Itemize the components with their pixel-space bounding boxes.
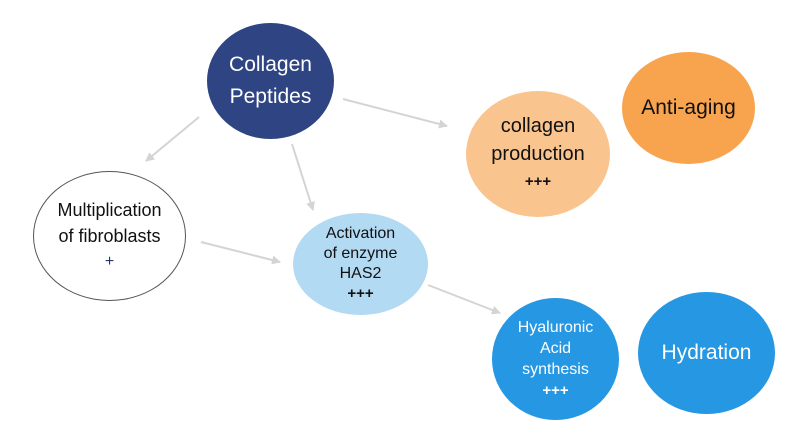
node-fibroblasts: Multiplication of fibroblasts +	[33, 171, 186, 301]
edge-peptides-to-fibroblasts	[145, 116, 200, 162]
node-hyaluronic-line-3: synthesis	[522, 361, 589, 378]
edge-fibroblasts-to-enzyme	[200, 241, 281, 265]
node-collagen-peptides-line-1: Collagen	[229, 53, 312, 76]
edge-peptides-to-production	[342, 98, 448, 129]
node-anti-aging-label: Anti-aging	[641, 96, 736, 119]
node-hyaluronic-mark: +++	[542, 382, 569, 399]
node-collagen-peptides: Collagen Peptides	[207, 23, 334, 139]
node-collagen-peptides-line-2: Peptides	[229, 85, 312, 108]
node-enzyme-activation: Activation of enzyme HAS2 +++	[293, 213, 428, 315]
node-enzyme-line-3: HAS2	[339, 265, 382, 282]
node-collagen-production: collagen production +++	[466, 91, 610, 217]
node-collagen-production-mark: +++	[524, 173, 552, 190]
node-hyaluronic-line-1: Hyaluronic	[517, 319, 594, 336]
node-hydration: Hydration	[638, 292, 775, 414]
node-fibroblasts-mark: +	[104, 253, 115, 270]
node-hydration-label: Hydration	[661, 341, 752, 364]
node-enzyme-line-1: Activation	[325, 225, 396, 242]
node-enzyme-mark: +++	[347, 285, 374, 302]
node-hyaluronic-acid: Hyaluronic Acid synthesis +++	[492, 298, 619, 420]
node-fibroblasts-line-2: of fibroblasts	[58, 226, 161, 246]
node-collagen-production-line-1: collagen	[500, 115, 576, 137]
edge-peptides-to-enzyme	[291, 143, 315, 211]
node-hyaluronic-line-2: Acid	[539, 340, 572, 357]
node-fibroblasts-line-1: Multiplication	[57, 200, 162, 220]
node-collagen-production-line-2: production	[491, 143, 585, 165]
node-anti-aging: Anti-aging	[622, 52, 755, 164]
edge-enzyme-to-hyaluronic	[427, 284, 501, 315]
node-enzyme-line-2: of enzyme	[323, 245, 398, 262]
